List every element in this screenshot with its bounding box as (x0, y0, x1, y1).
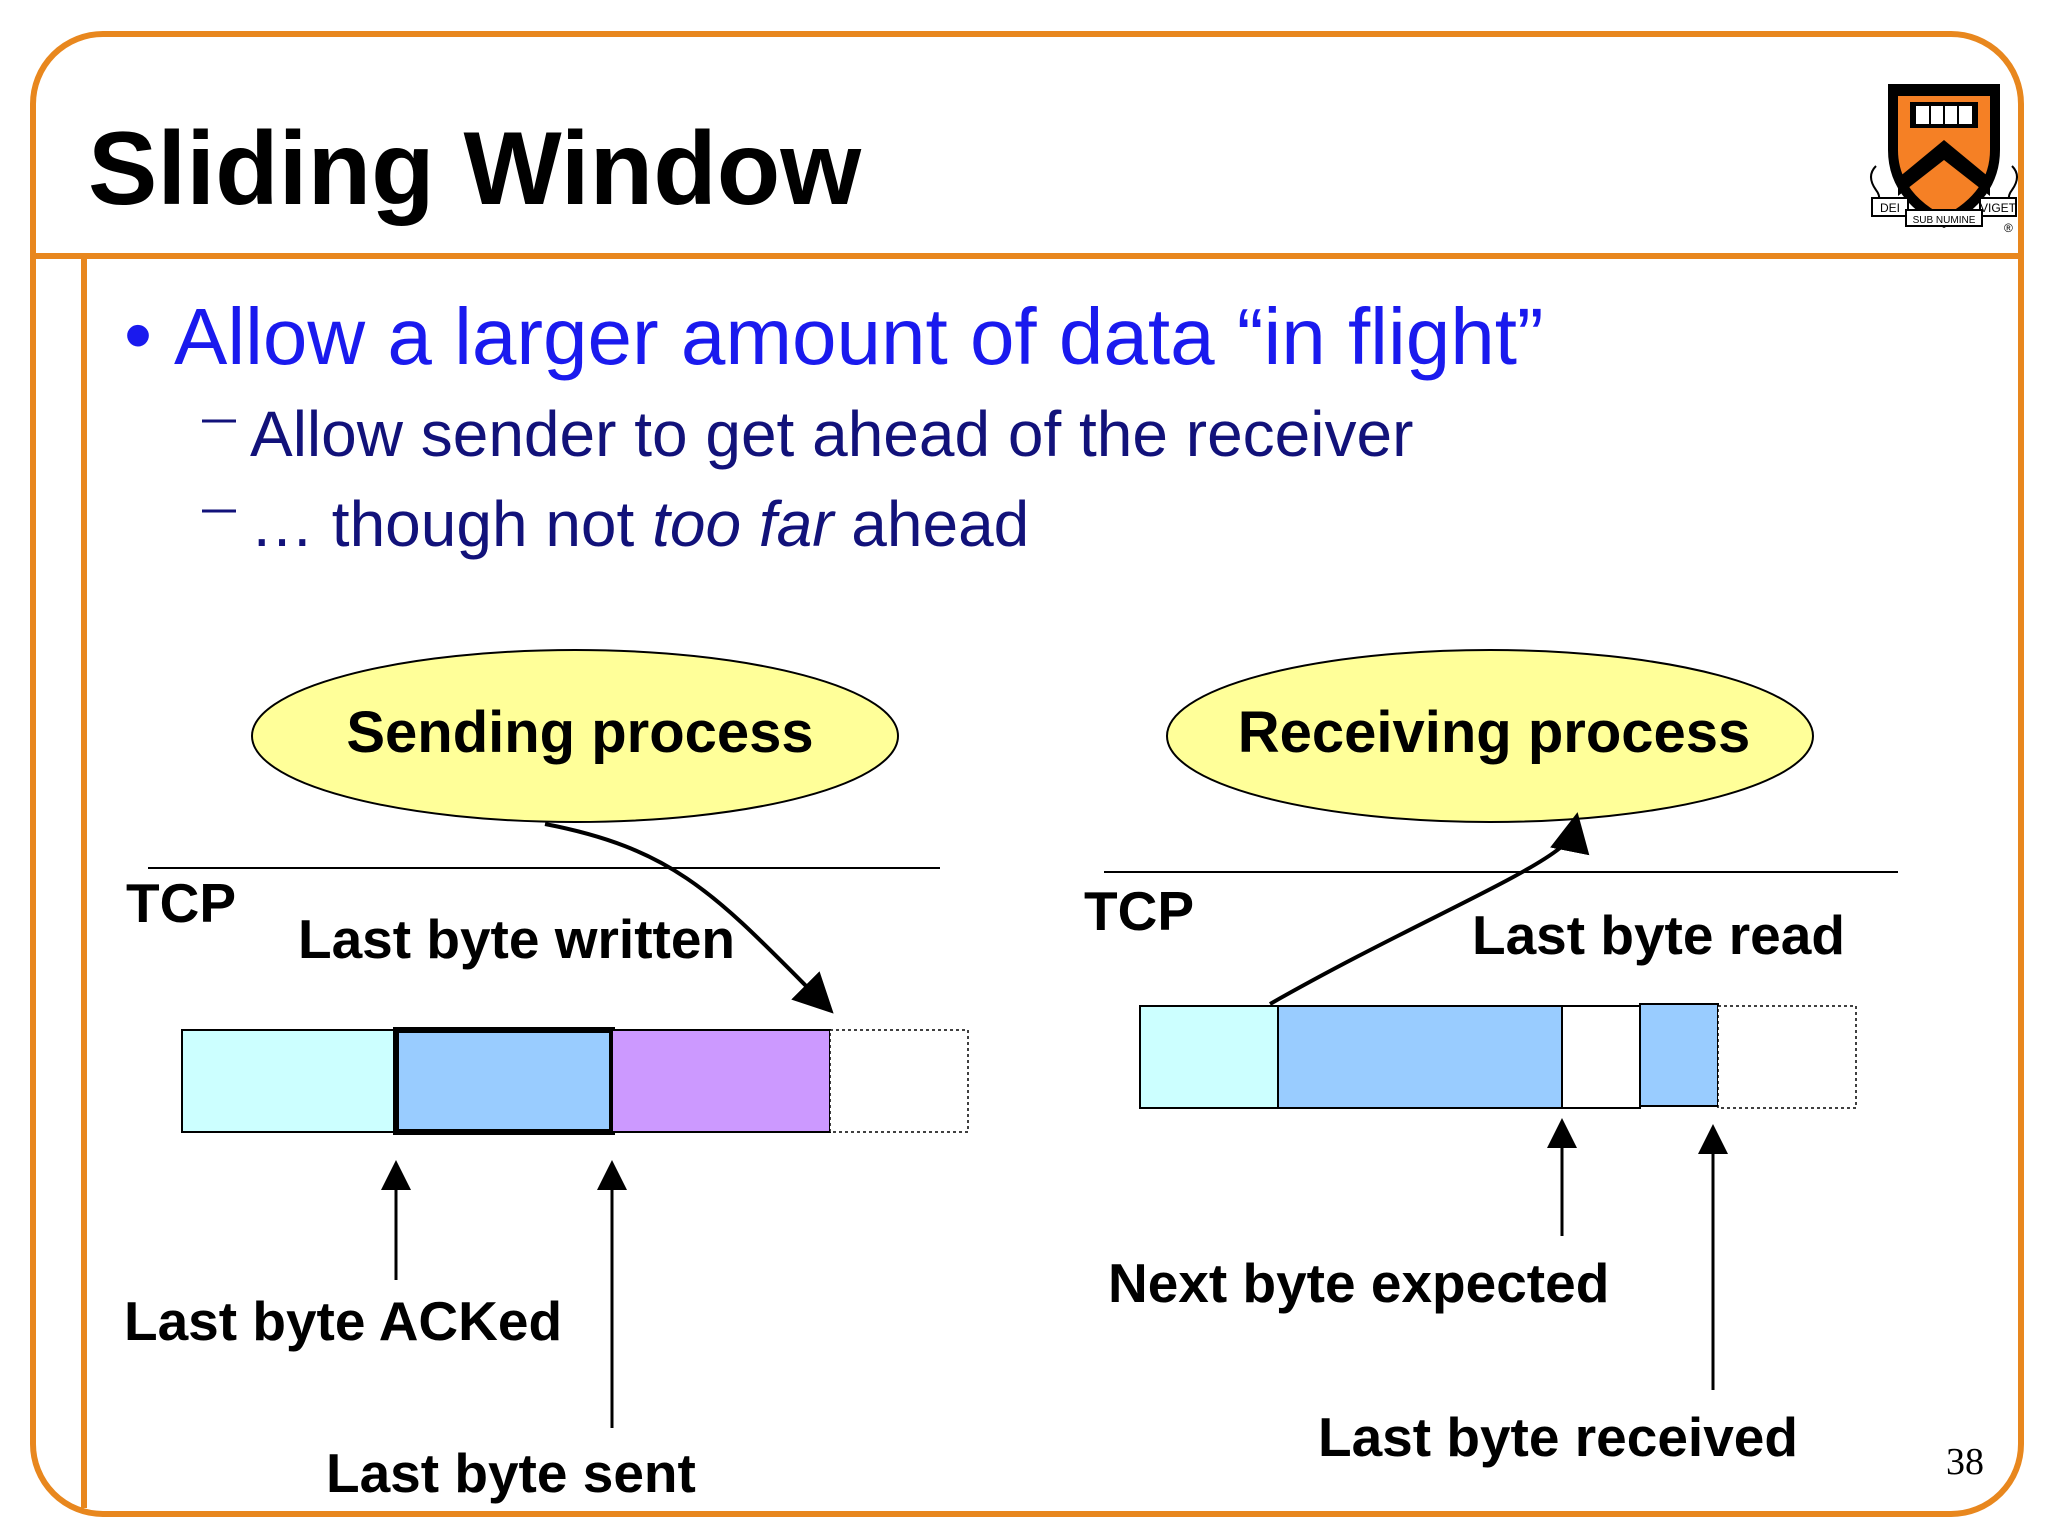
receiver-free-segment (1717, 1005, 1857, 1109)
receiver-out-of-order-segment (1639, 1003, 1719, 1107)
receiver-gap-segment (1561, 1005, 1641, 1109)
sending-process-oval (251, 649, 899, 823)
receiver-read-segment (1139, 1005, 1279, 1109)
sender-sent-segment (395, 1029, 613, 1133)
sender-diagram: Sending process TCP Last byte written La… (124, 649, 969, 1504)
sender-write-arrow (544, 822, 834, 1014)
receiving-process-oval (1166, 649, 1814, 823)
receiver-read-arrow (1269, 812, 1590, 1006)
last-byte-received-label: Last byte received (1318, 1406, 1798, 1468)
sending-process-label: Sending process (346, 700, 813, 765)
next-byte-expected-label: Next byte expected (1108, 1252, 1609, 1314)
receiving-process-label: Receiving process (1238, 700, 1751, 765)
last-byte-written-label: Last byte written (298, 908, 735, 970)
bullet-sub-1: Allow sender to get ahead of the receive… (250, 398, 1413, 470)
logo-motto-right: VIGET (1980, 201, 2017, 215)
last-byte-sent-label: Last byte sent (326, 1442, 696, 1504)
receiver-tcp-label: TCP (1084, 880, 1194, 942)
sender-acked-segment (181, 1029, 397, 1133)
bullet-dot: • (124, 290, 152, 379)
bullet-main: Allow a larger amount of data “in flight… (174, 292, 1544, 381)
sender-tcp-label: TCP (126, 872, 236, 934)
bullet-sub-2-prefix: … though not (250, 488, 652, 560)
bullet-sub-2-italic: too far (652, 488, 836, 560)
logo-motto-middle: SUB NUMINE (1913, 215, 1976, 226)
last-byte-acked-label: Last byte ACKed (124, 1290, 562, 1352)
logo-motto-left: DEI (1880, 201, 1900, 215)
slide-frame (30, 31, 2024, 1517)
princeton-shield-logo: DEI SUB NUMINE VIGET ® (1870, 84, 2018, 235)
sender-written-segment (611, 1029, 831, 1133)
receiver-diagram: Receiving process TCP Last byte read Nex… (1084, 649, 1898, 1468)
receiver-buffered-segment (1277, 1005, 1563, 1109)
bullet-sub-2-suffix: ahead (834, 488, 1030, 560)
slide-title: Sliding Window (88, 111, 862, 227)
last-byte-read-label: Last byte read (1472, 904, 1845, 966)
bullet-sub-2: … though not too far ahead (250, 488, 1029, 560)
sender-free-segment (829, 1029, 969, 1133)
logo-registered-mark: ® (2004, 221, 2013, 235)
page-number: 38 (1946, 1441, 1984, 1483)
